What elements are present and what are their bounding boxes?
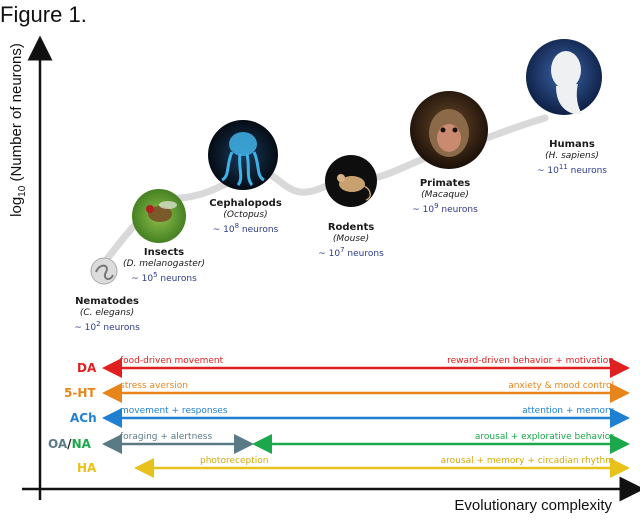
species-count: ~ 109 neurons [412, 202, 478, 215]
species-insects: Insects (D. melanogaster) ~ 105 neurons [114, 247, 214, 286]
species-name: Rodents [327, 222, 375, 233]
nt-label-da: DA [77, 361, 97, 375]
species-nematodes: Nematodes (C. elegans) ~ 102 neurons [62, 296, 152, 335]
species-name: Insects [143, 247, 185, 258]
species-count: ~ 102 neurons [74, 320, 140, 333]
species-rodents: Rodents (Mouse) ~ 107 neurons [306, 222, 396, 261]
species-scientific: (D. melanogaster) [123, 258, 205, 269]
ha-role-right: arousal + memory + circadian rhythm [440, 456, 614, 466]
da-role-right: reward-driven behavior + motivation [447, 356, 614, 366]
species-scientific: (H. sapiens) [545, 150, 599, 161]
nt-label-5ht: 5-HT [64, 386, 96, 400]
species-cephalopods: Cephalopods (Octopus) ~ 108 neurons [198, 198, 293, 237]
fruit-fly-icon [132, 189, 186, 243]
nt-label-ach: ACh [70, 411, 97, 425]
ach-role-left: movement + responses [120, 406, 228, 416]
mouse-icon [325, 155, 377, 207]
da-role-left: food-driven movement [120, 356, 224, 366]
ha-role-left: photoreception [200, 456, 269, 466]
human-head-icon [526, 39, 602, 115]
species-scientific: (C. elegans) [79, 307, 135, 318]
species-primates: Primates (Macaque) ~ 109 neurons [400, 178, 490, 217]
5ht-role-right: anxiety & mood control [508, 381, 614, 391]
species-name: Cephalopods [209, 198, 282, 209]
species-scientific: (Mouse) [332, 233, 370, 244]
macaque-icon [410, 91, 488, 169]
5ht-role-left: stress aversion [120, 381, 188, 391]
species-name: Humans [549, 139, 595, 150]
species-count: ~ 1011 neurons [537, 163, 607, 176]
species-name: Primates [419, 178, 471, 189]
species-name: Nematodes [75, 296, 139, 307]
nt-label-oa-na: OA/NA [48, 437, 91, 451]
species-count: ~ 105 neurons [131, 271, 197, 284]
y-axis-label: log10 (Number of neurons) [8, 43, 28, 217]
octopus-icon [208, 120, 278, 190]
ach-role-right: attention + memory [522, 406, 614, 416]
nt-label-ha: HA [77, 461, 97, 475]
x-axis-label: Evolutionary complexity [454, 497, 612, 514]
species-scientific: (Octopus) [223, 209, 268, 220]
species-scientific: (Macaque) [421, 189, 469, 200]
figure-label: Figure 1. [0, 2, 87, 27]
oa-role: foraging + alertness [120, 432, 213, 442]
species-count: ~ 108 neurons [212, 222, 279, 235]
species-count: ~ 107 neurons [318, 246, 384, 259]
nematode-icon [90, 257, 118, 285]
species-humans: Humans (H. sapiens) ~ 1011 neurons [527, 139, 617, 178]
na-role: arousal + explorative behavior [474, 432, 614, 442]
